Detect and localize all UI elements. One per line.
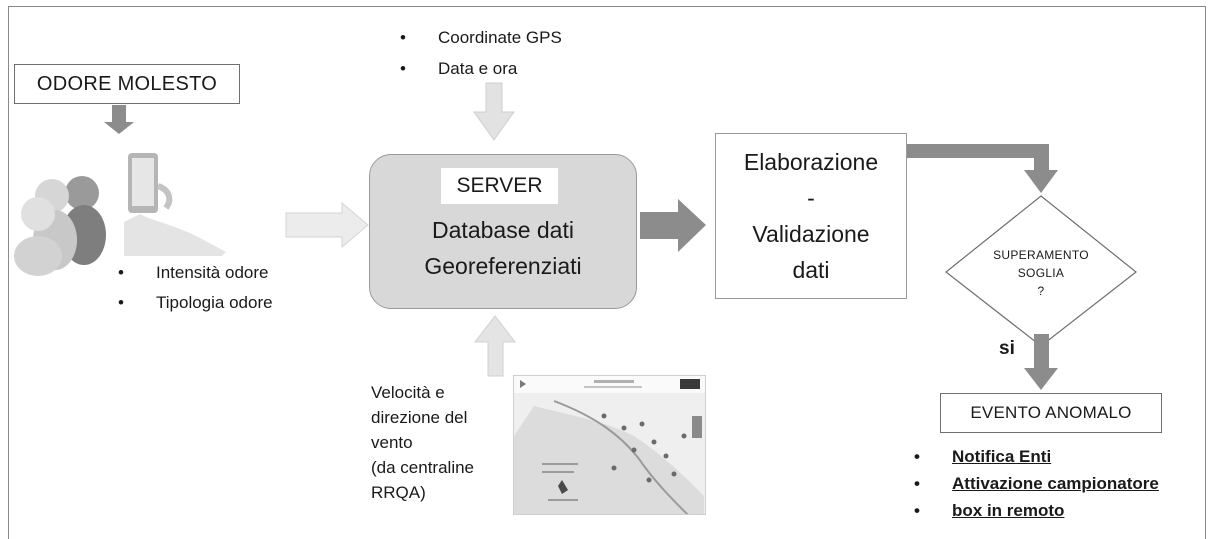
odor-bullet-list: Intensità odore Tipologia odore: [118, 258, 273, 318]
decision-label: SUPERAMENTO SOGLIA ?: [960, 246, 1122, 300]
wind-line-4: (da centraline: [371, 458, 475, 477]
server-title: SERVER: [441, 168, 558, 204]
wind-line-5: RRQA): [371, 483, 426, 502]
arrow-phone-right: [285, 201, 369, 249]
elab-line-1: Elaborazione: [743, 149, 879, 175]
wind-description: Velocità e direzione del vento (da centr…: [371, 380, 474, 505]
list-item: Attivazione campionatore: [914, 470, 1159, 497]
action-box-remoto[interactable]: box in remoto: [952, 501, 1065, 520]
arrow-gps-down: [473, 82, 515, 141]
list-item: box in remoto: [914, 497, 1159, 524]
list-item: Intensità odore: [118, 258, 273, 288]
diagram-frame: [8, 6, 1206, 539]
evento-anomalo-box: EVENTO ANOMALO: [940, 393, 1162, 433]
list-item: Tipologia odore: [118, 288, 273, 318]
decision-line-3: ?: [1037, 284, 1045, 298]
elab-line-2: -: [807, 185, 815, 211]
actions-bullet-list: Notifica Enti Attivazione campionatore b…: [914, 443, 1159, 524]
server-line-1: Database dati: [432, 217, 574, 243]
elab-line-3: Validazione: [752, 221, 870, 247]
elab-line-4: dati: [792, 257, 830, 283]
yes-label: si: [999, 338, 1015, 359]
arrow-wind-up: [473, 315, 517, 377]
arrow-elab-elbow: [907, 144, 1058, 193]
list-item: Data e ora: [400, 53, 562, 84]
server-description: Database dati Georeferenziati: [369, 212, 637, 284]
action-notifica-enti[interactable]: Notifica Enti: [952, 447, 1052, 466]
smartphone-hand-icon: [124, 153, 226, 256]
map-picture: [514, 376, 705, 514]
wind-line-3: vento: [371, 433, 413, 452]
decision-line-1: SUPERAMENTO: [993, 248, 1089, 262]
wind-line-1: Velocità e: [371, 383, 445, 402]
action-attivazione-campionatore[interactable]: Attivazione campionatore: [952, 474, 1159, 493]
server-line-2: Georeferenziati: [424, 253, 582, 279]
list-item: Coordinate GPS: [400, 22, 562, 53]
people-icon: [14, 176, 106, 276]
arrow-yes-down: [1024, 334, 1058, 390]
gps-bullet-list: Coordinate GPS Data e ora: [400, 22, 562, 84]
decision-line-2: SOGLIA: [1017, 266, 1065, 280]
map-thumbnail: [513, 375, 706, 515]
odore-molesto-box: ODORE MOLESTO: [14, 64, 240, 104]
elaborazione-box: Elaborazione - Validazione dati: [715, 133, 907, 299]
arrow-odore-down: [104, 105, 134, 134]
wind-line-2: direzione del: [371, 408, 468, 427]
arrow-server-right: [640, 199, 706, 252]
list-item: Notifica Enti: [914, 443, 1159, 470]
odore-molesto-label: ODORE MOLESTO: [36, 72, 218, 95]
evento-anomalo-label: EVENTO ANOMALO: [970, 403, 1132, 422]
